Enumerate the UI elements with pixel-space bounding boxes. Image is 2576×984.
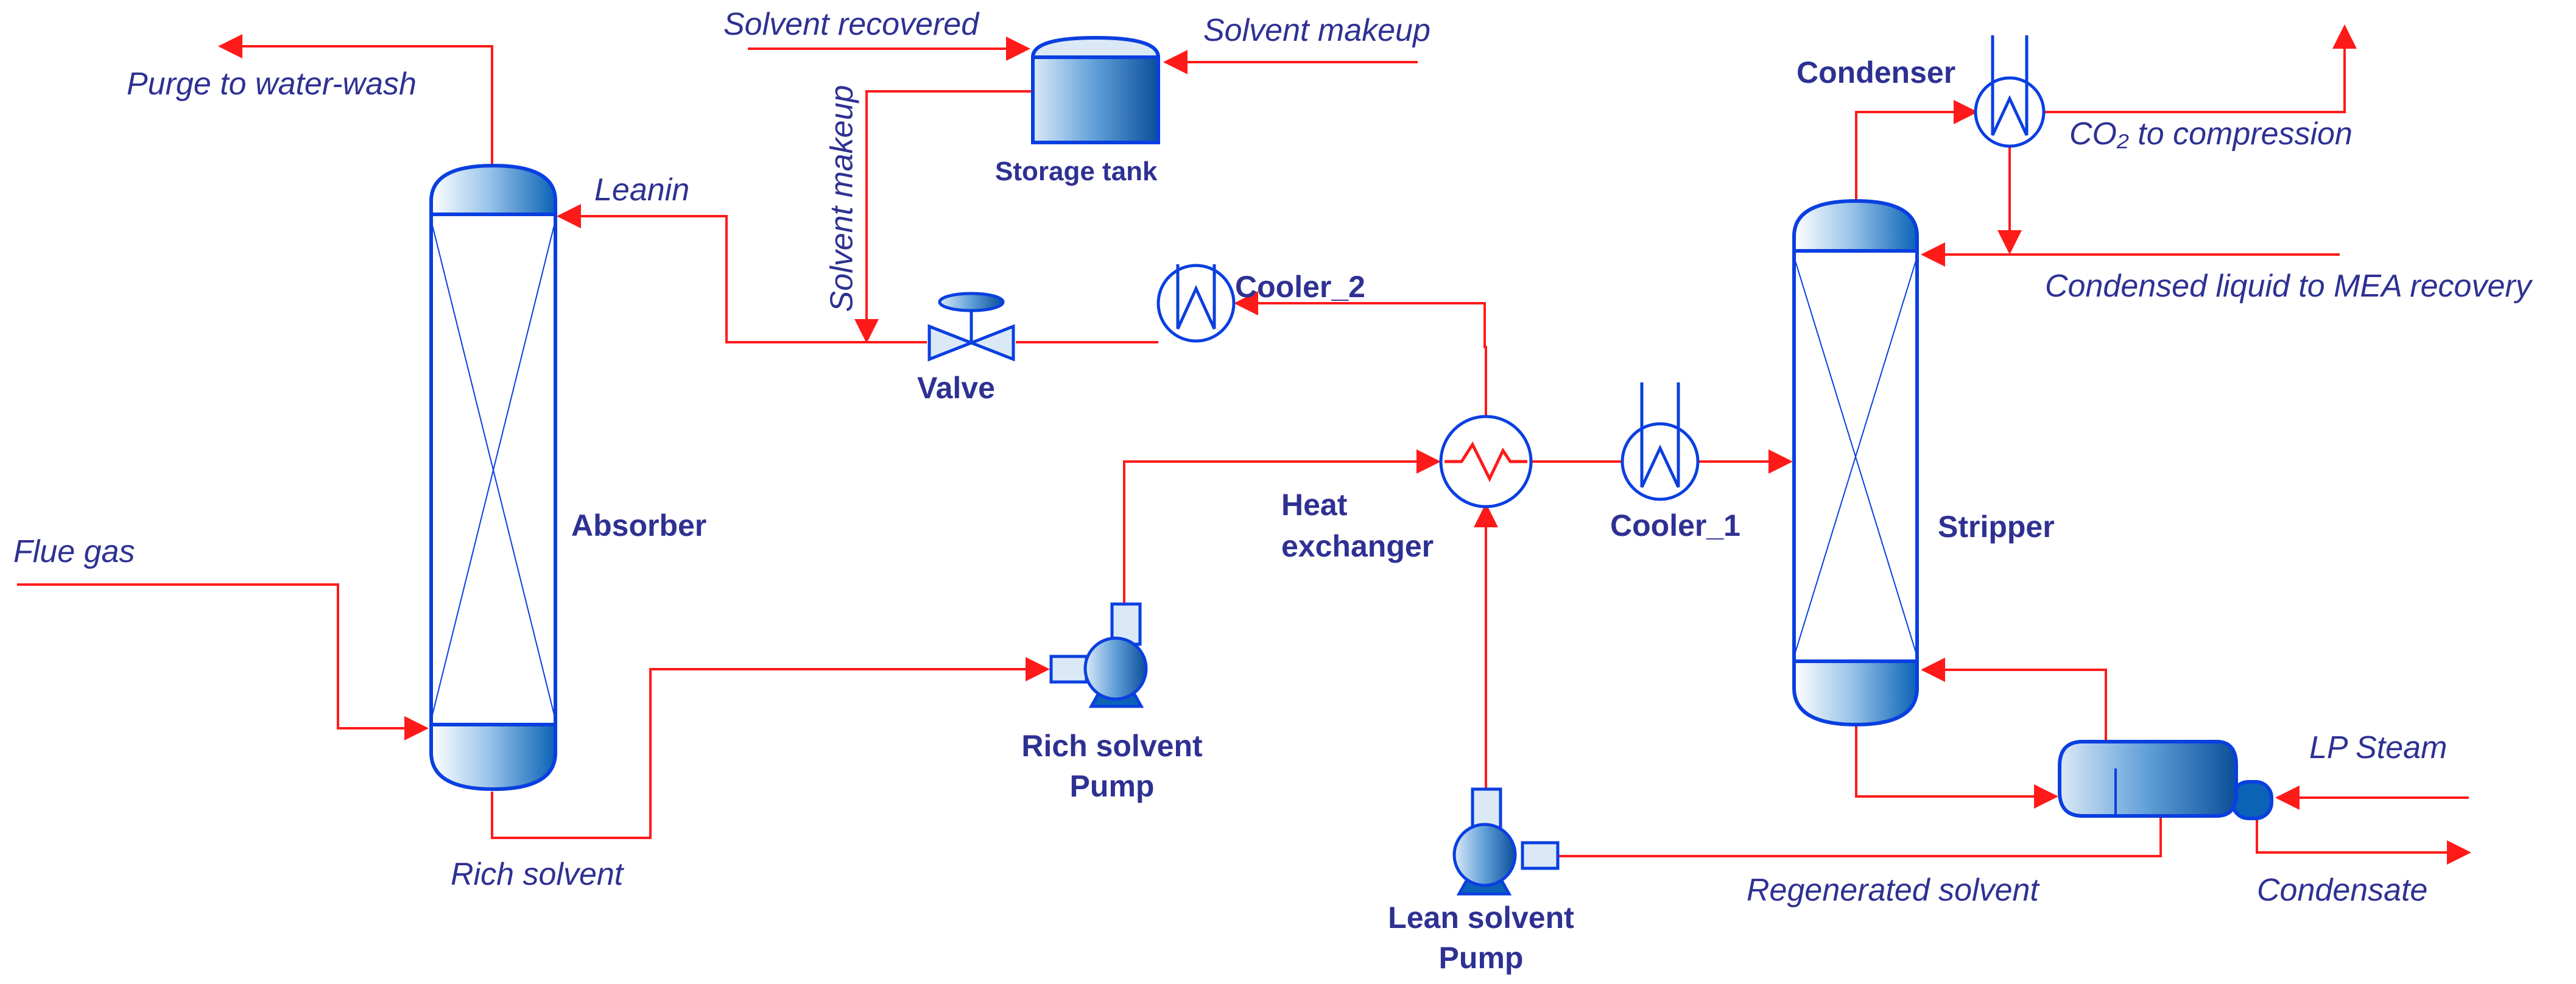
storage-tank-label: Storage tank: [995, 156, 1158, 186]
rich-pump-to-hx-line: [1123, 449, 1441, 603]
co2-label: CO₂ to compression: [2069, 116, 2353, 152]
purge-stream-line: [218, 34, 493, 167]
condensed-liquid-label: Condensed liquid to MEA recovery: [2045, 269, 2532, 304]
solvent-makeup-vertical-label: Solvent makeup: [824, 85, 860, 312]
lean-pump-label-line2: Pump: [1438, 941, 1524, 975]
flue-gas-line: [17, 583, 429, 740]
storage-outlet-line: [854, 90, 1033, 343]
condensate-label: Condensate: [2257, 873, 2428, 908]
flue-gas-label: Flue gas: [13, 534, 135, 569]
regenerated-solvent-label: Regenerated solvent: [1747, 873, 2039, 908]
valve: [927, 292, 1015, 362]
stripper-to-condenser-line: [1855, 100, 1978, 207]
storage-tank: [1030, 35, 1161, 144]
rich-solvent-pump: [1049, 602, 1148, 708]
lean-pump-label-line1: Lean solvent: [1388, 901, 1574, 935]
absorber-column: [429, 163, 557, 792]
condenser-label: Condenser: [1797, 55, 1956, 90]
cooler-2-label: Cooler_2: [1235, 270, 1365, 304]
lean-line-to-absorber: [557, 204, 927, 343]
solvent-makeup-top-label: Solvent makeup: [1203, 13, 1431, 48]
stripper-label: Stripper: [1938, 510, 2055, 544]
rich-pump-label-line1: Rich solvent: [1021, 729, 1203, 763]
cooler-1: [1621, 382, 1700, 501]
regenerated-solvent-line: [1557, 816, 2162, 857]
leanin-label: Leanin: [594, 172, 690, 208]
reboiler: [2058, 740, 2273, 820]
stripper-to-reboiler-line: [1855, 725, 2058, 809]
cooler-2: [1156, 264, 1236, 343]
heat-exchanger: [1439, 415, 1533, 508]
condenser: [1974, 35, 2046, 148]
stripper-column: [1792, 199, 1919, 727]
lp-steam-label: LP Steam: [2309, 730, 2448, 765]
rich-solvent-label: Rich solvent: [451, 857, 624, 892]
condensate-line: [2256, 820, 2471, 865]
solvent-recovered-label: Solvent recovered: [723, 7, 979, 42]
cooler-1-label: Cooler_1: [1610, 508, 1740, 543]
rich-solvent-line: [491, 657, 1050, 839]
reboiler-return-line: [1921, 658, 2107, 755]
absorber-label: Absorber: [571, 508, 707, 543]
lean-line-hx-to-cooler2: [1234, 291, 1487, 421]
heat-exchanger-label-line1: Heat: [1281, 488, 1348, 522]
rich-pump-label-line2: Pump: [1069, 769, 1155, 803]
valve-label: Valve: [917, 371, 995, 405]
co2-line: [2044, 24, 2357, 113]
lean-solvent-pump: [1452, 787, 1560, 896]
purge-label: Purge to water-wash: [127, 66, 417, 102]
heat-exchanger-label-line2: exchanger: [1281, 529, 1434, 563]
